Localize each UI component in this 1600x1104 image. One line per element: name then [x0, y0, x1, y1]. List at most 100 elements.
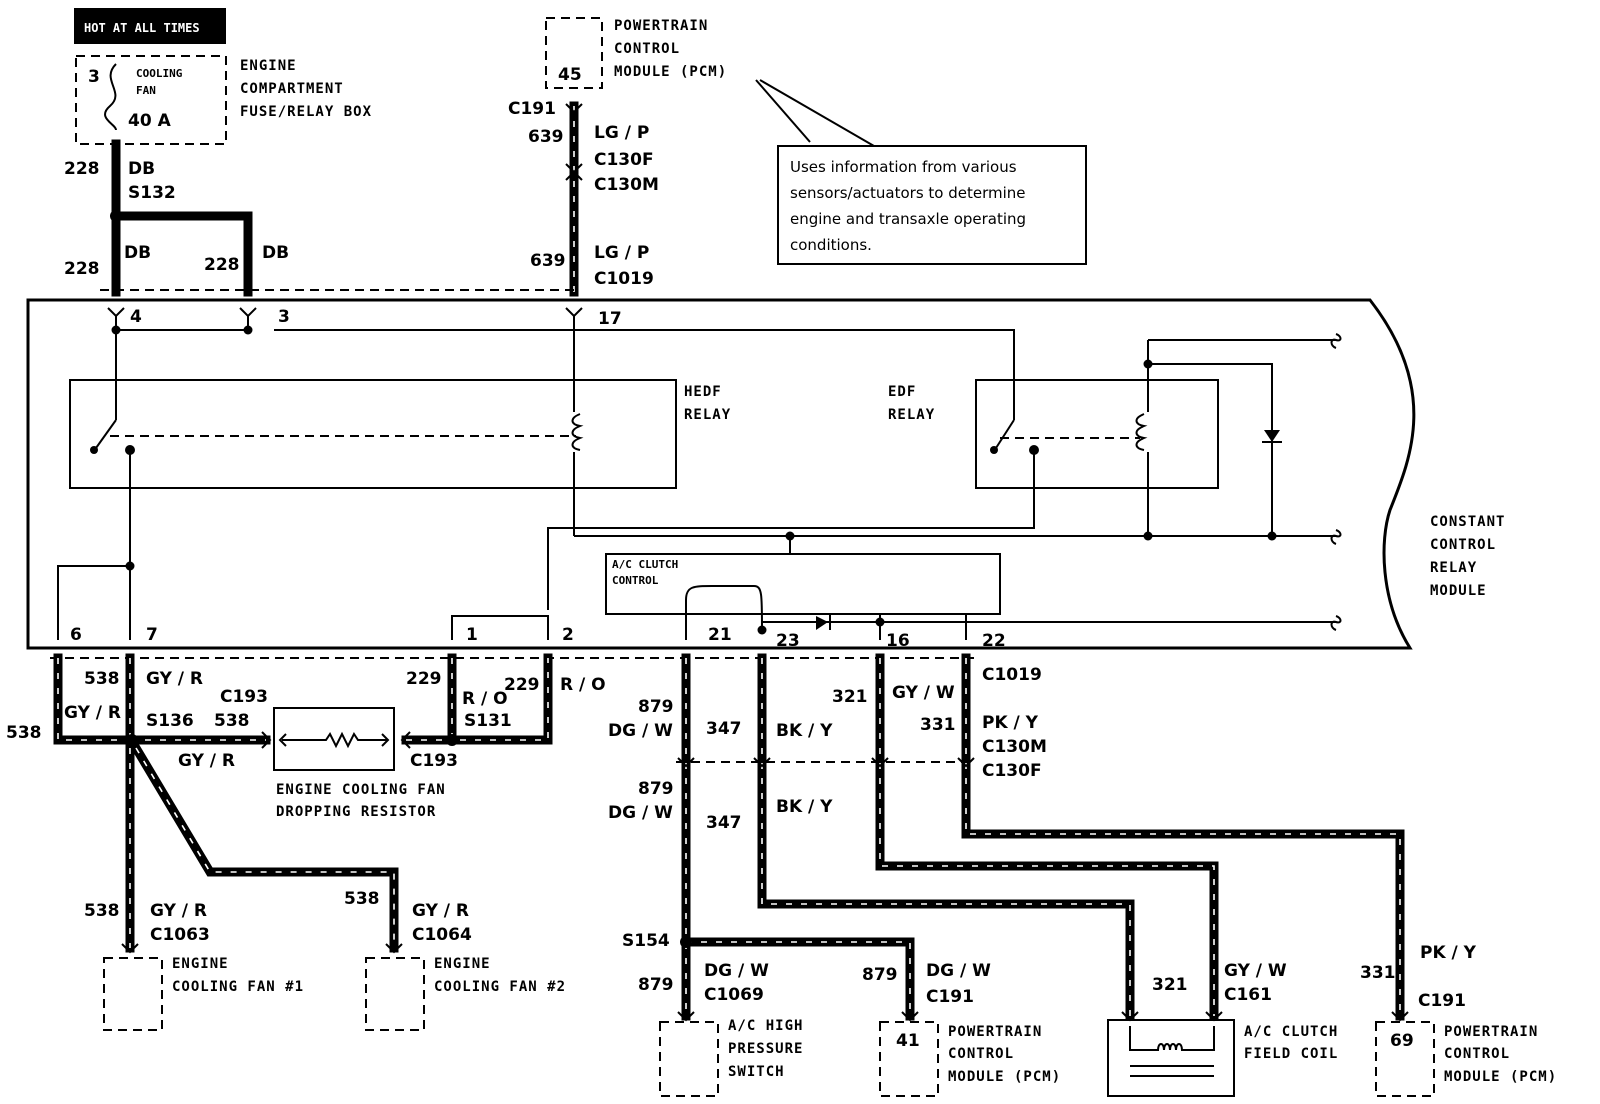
wire-228-branch [111, 211, 253, 297]
module-name-1: CONSTANT [1430, 514, 1505, 530]
connector-label-c130f: C130F [982, 761, 1042, 781]
wire-color-gyw: GY / W [1224, 961, 1287, 981]
ac-switch-title-2: PRESSURE [728, 1041, 803, 1057]
connector-c130 [565, 163, 583, 181]
wire-color-gyr: GY / R [412, 901, 469, 921]
ac-clutch-label-2: CONTROL [612, 574, 659, 587]
pin-17: 17 [598, 309, 622, 329]
wire-color-dgw: DG / W [926, 961, 991, 981]
wire-label-228: 228 [64, 159, 100, 179]
splice-s132 [110, 210, 122, 222]
connector-label-c1019: C1019 [982, 665, 1042, 685]
clutch-title-1: A/C CLUTCH [1244, 1024, 1338, 1040]
clutch-title-2: FIELD COIL [1244, 1046, 1338, 1062]
note-line-2: sensors/actuators to determine [790, 184, 1026, 202]
wire-label-639: 639 [528, 127, 564, 147]
pcm69-title-2: CONTROL [1444, 1046, 1510, 1062]
wire-538-pin6 [53, 653, 135, 745]
resistor-title-2: DROPPING RESISTOR [276, 804, 436, 820]
connector-label-c191: C191 [508, 99, 556, 119]
wire-color-bky: BK / Y [776, 797, 833, 817]
pcm-top-pin: 45 [558, 65, 582, 85]
wire-color-ro: R / O [462, 689, 508, 709]
wire-538-fan2 [129, 741, 399, 953]
ac-switch-title-3: SWITCH [728, 1064, 785, 1080]
wire-label-639: 639 [530, 251, 566, 271]
relay-switch-icon [995, 419, 1015, 449]
wire-229 [447, 653, 553, 745]
relay-coil-icon [571, 413, 584, 451]
pin-1: 1 [466, 625, 478, 645]
cooling-fan-1 [103, 957, 163, 1031]
fuse-box-title-2: COMPARTMENT [240, 81, 344, 97]
wire-color-lgp: LG / P [594, 123, 649, 143]
splice-s136 [126, 734, 138, 746]
connector-label-c130f: C130F [594, 150, 654, 170]
connector-label-c191: C191 [926, 987, 974, 1007]
note-line-3: engine and transaxle operating [790, 210, 1026, 228]
relay-coil-icon [1135, 413, 1148, 451]
pcm-top-title-2: CONTROL [614, 41, 680, 57]
fuse-icon [104, 63, 117, 131]
connector-label-c1019: C1019 [594, 269, 654, 289]
hot-at-all-times-banner [74, 8, 226, 44]
clutch-wire-321: 321 [1152, 975, 1188, 995]
wire-label-879: 879 [862, 965, 898, 985]
connector-label-c1064: C1064 [412, 925, 472, 945]
splice-label-s131: S131 [464, 711, 512, 731]
cooling-fan-2 [365, 957, 425, 1031]
splice-label-s136: S136 [146, 711, 194, 731]
module-name-2: CONTROL [1430, 537, 1496, 553]
wire-label-347: 347 [706, 719, 742, 739]
connector-label-c1063: C1063 [150, 925, 210, 945]
pcm-top-box [545, 17, 603, 89]
wire-label-879: 879 [638, 975, 674, 995]
wire-color-db: DB [124, 243, 151, 263]
pcm41-title-3: MODULE (PCM) [948, 1069, 1061, 1085]
wire-color-gyr: GY / R [146, 669, 203, 689]
connector-label-c193: C193 [220, 687, 268, 707]
pcm-41-box [879, 1021, 939, 1097]
pcm-top-title-3: MODULE (PCM) [614, 64, 727, 80]
hedf-label-1: HEDF [684, 384, 722, 400]
ac-high-pressure-switch [659, 1021, 719, 1097]
resistor-title-1: ENGINE COOLING FAN [276, 782, 446, 798]
wire-label-538: 538 [214, 711, 250, 731]
connector-label-c1069: C1069 [704, 985, 764, 1005]
wire-label-879: 879 [638, 697, 674, 717]
pcm41-title-2: CONTROL [948, 1046, 1014, 1062]
splice-s154 [680, 936, 692, 948]
wire-label-331: 331 [1360, 963, 1396, 983]
pin-22: 22 [982, 631, 1006, 651]
module-name-3: RELAY [1430, 560, 1477, 576]
wire-label-538: 538 [6, 723, 42, 743]
connector-label-c161: C161 [1224, 985, 1272, 1005]
coil-icon [1129, 1026, 1215, 1051]
fuse-name-2: FAN [136, 84, 156, 97]
constant-control-relay-module [26, 298, 1416, 650]
note-box [777, 145, 1087, 265]
wire-label-331: 331 [920, 715, 956, 735]
pin-4: 4 [130, 307, 142, 327]
ac-clutch-label-1: A/C CLUTCH [612, 558, 678, 571]
fan1-title-1: ENGINE [172, 956, 229, 972]
pin-23: 23 [776, 631, 800, 651]
wire-color-bky: BK / Y [776, 721, 833, 741]
connector-label-c130m: C130M [594, 175, 659, 195]
pin-16: 16 [886, 631, 910, 651]
dropping-resistor [273, 707, 395, 771]
wire-color-gyw: GY / W [892, 683, 955, 703]
wire-label-229: 229 [406, 669, 442, 689]
pin-7: 7 [146, 625, 158, 645]
callout-line [755, 79, 811, 143]
wire-color-gyr: GY / R [64, 703, 121, 723]
relay-switch-icon [95, 419, 117, 449]
fan2-title-2: COOLING FAN #2 [434, 979, 566, 995]
ac-clutch-control [605, 553, 1001, 615]
wire-color-dgw: DG / W [608, 803, 673, 823]
pcm69-title-1: POWERTRAIN [1444, 1024, 1538, 1040]
wire-color-db: DB [128, 159, 155, 179]
pcm41-pin: 41 [896, 1031, 920, 1051]
splice-label-s132: S132 [128, 183, 176, 203]
